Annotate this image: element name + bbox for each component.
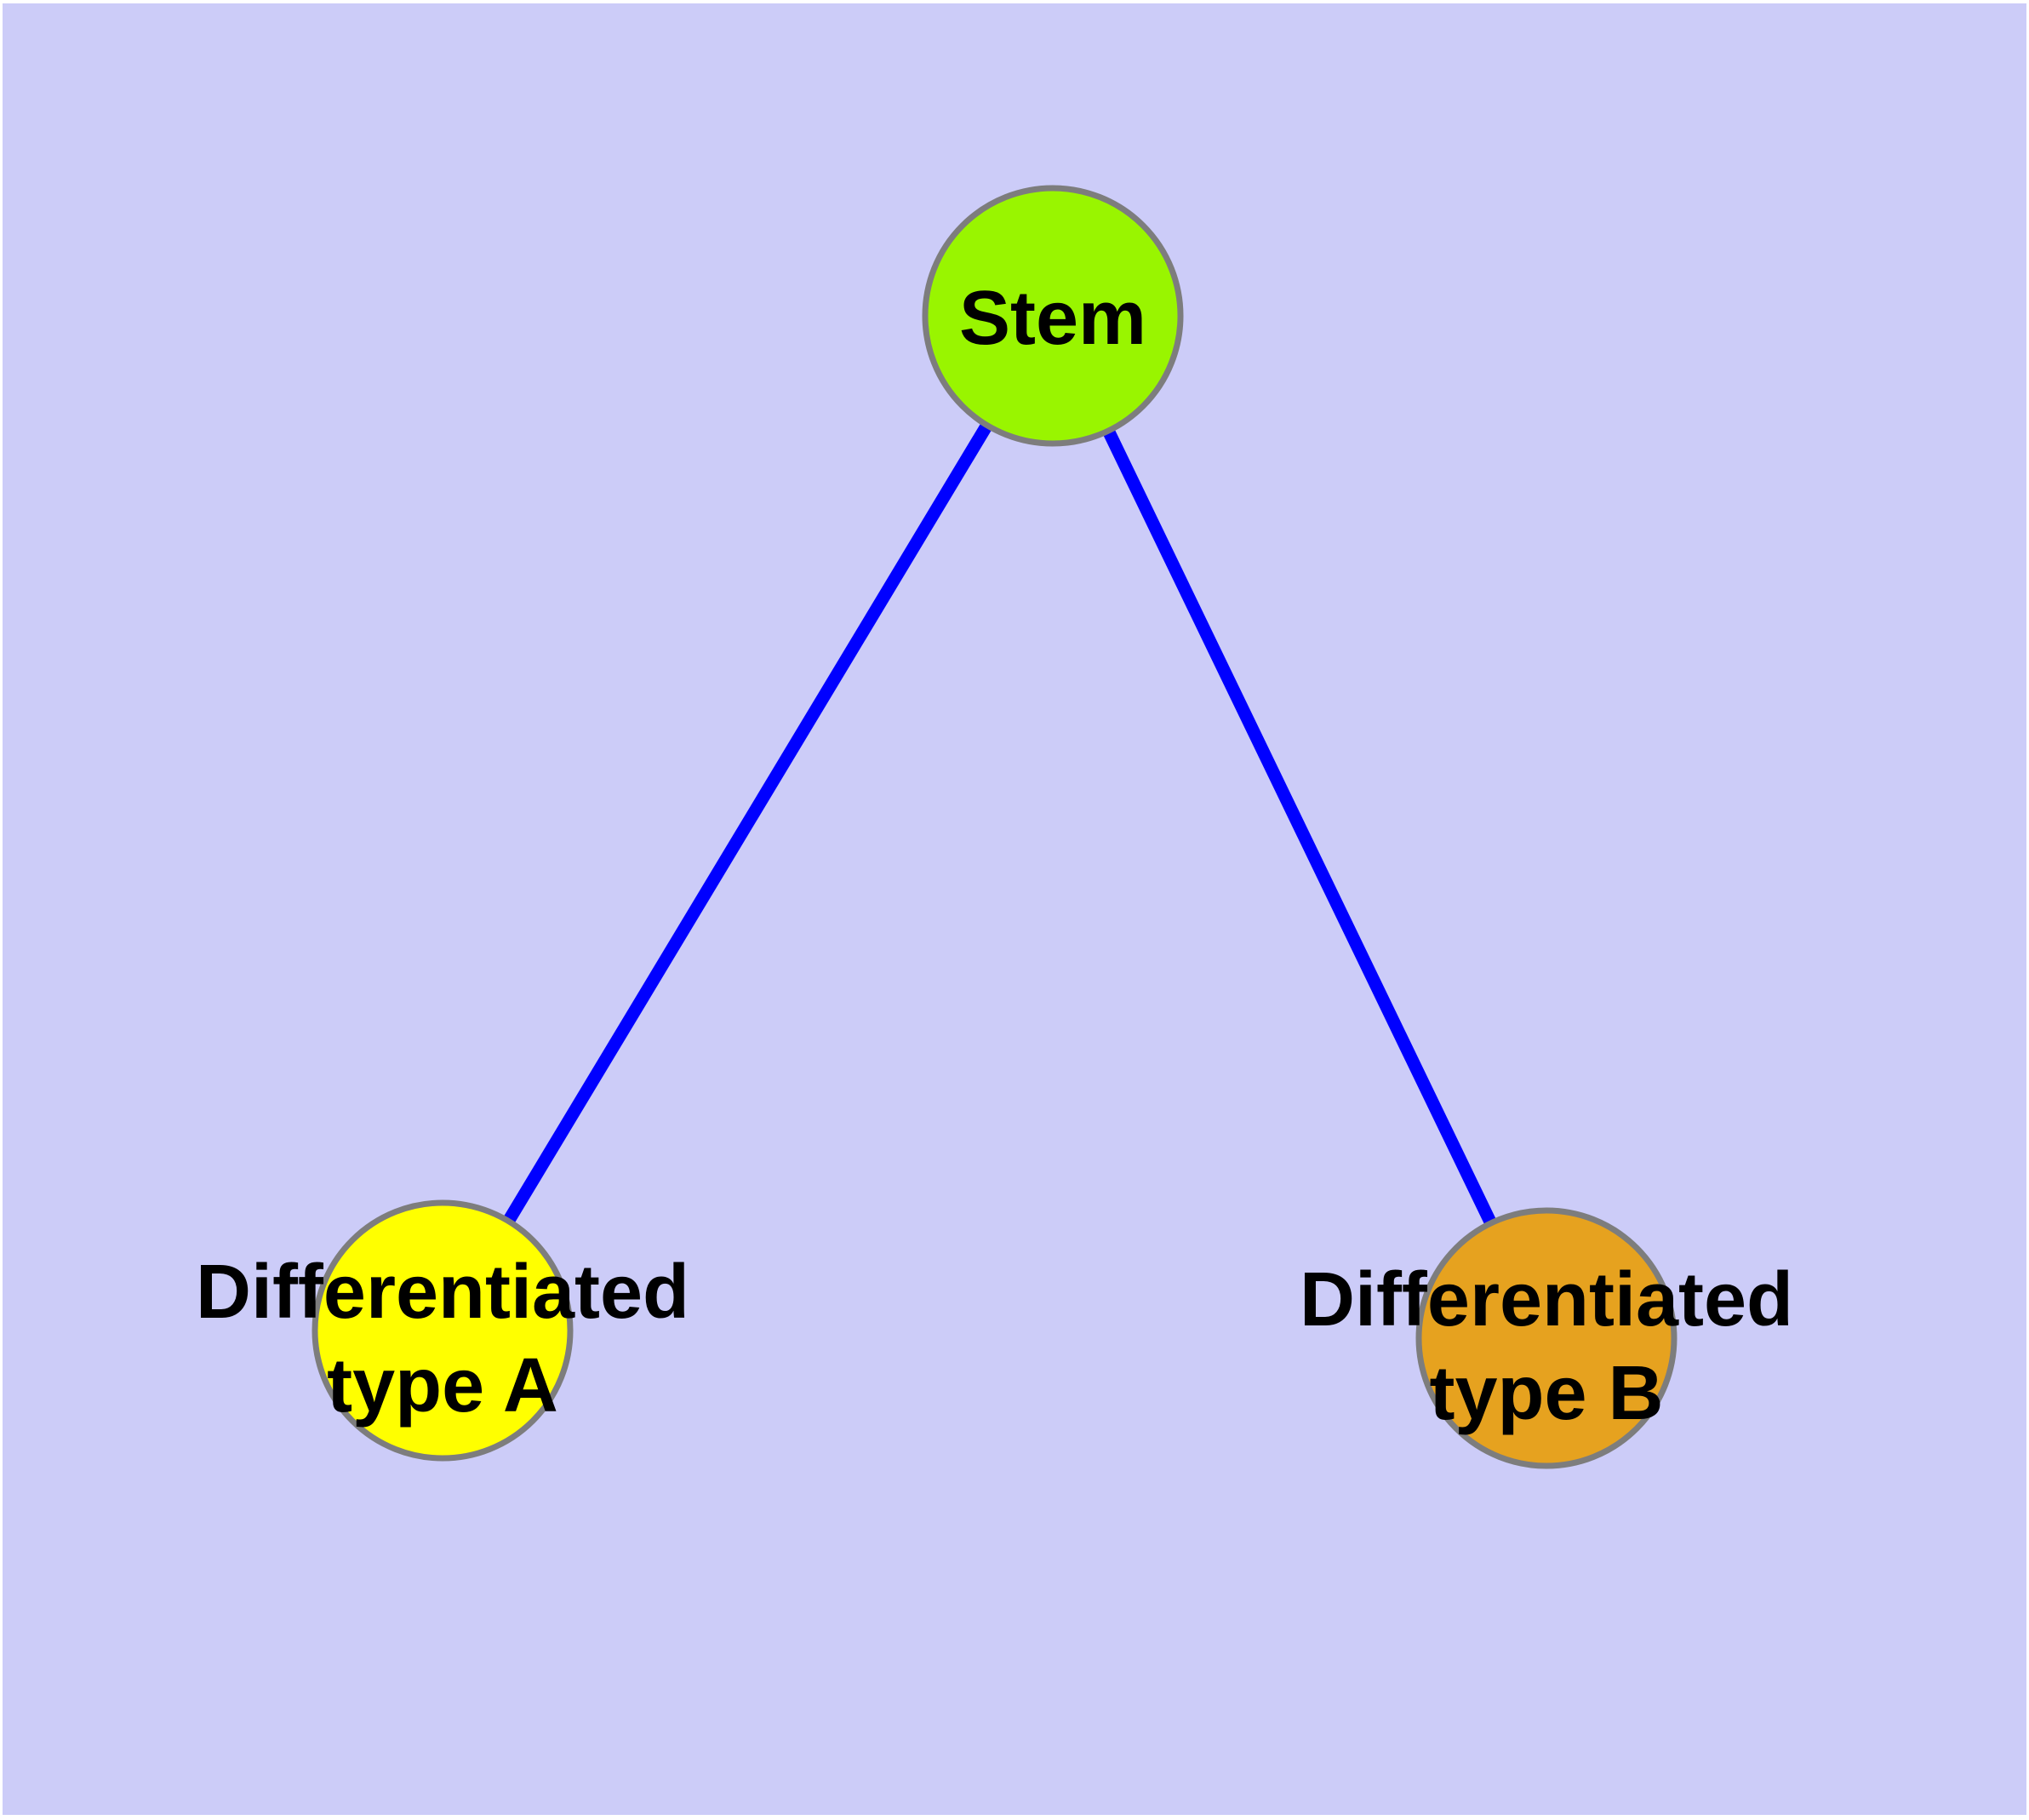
differentiated-type-a-node — [311, 1199, 574, 1462]
stem-node — [922, 185, 1184, 447]
type-b-node-label-line1: Differentiated — [1300, 1257, 1793, 1342]
type-a-node-label-line2: type A — [327, 1343, 558, 1428]
differentiated-type-b-node — [1415, 1207, 1677, 1469]
edge-stem-to-type-b — [1047, 312, 1552, 1342]
type-b-node-label-line2: type B — [1429, 1351, 1663, 1436]
stem-node-label: Stem — [959, 276, 1146, 361]
type-a-node-label-line1: Differentiated — [196, 1250, 689, 1335]
edge-stem-to-type-a — [437, 312, 1059, 1334]
